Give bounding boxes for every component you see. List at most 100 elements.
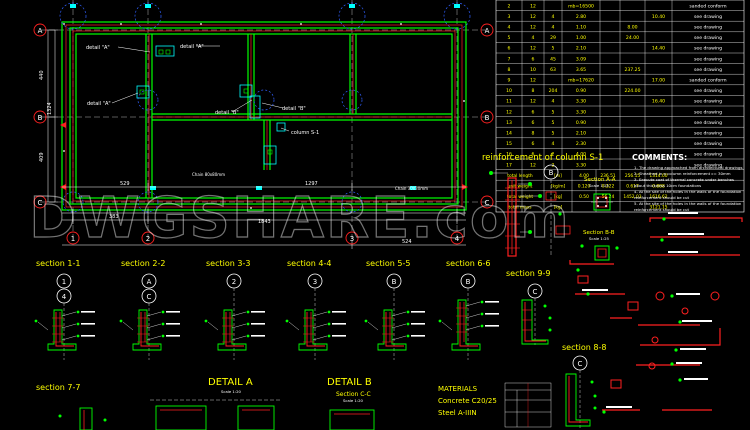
table-cell: 0.90 xyxy=(576,88,586,94)
section-8-marker: C xyxy=(578,360,583,368)
table-cell: 2.10 xyxy=(576,131,586,137)
table-cell: 13 xyxy=(506,120,512,126)
detail-b-subtitle: Section C-C xyxy=(336,391,371,398)
small-legend-table xyxy=(504,382,552,428)
grid-col-3: 3 xyxy=(350,235,354,243)
comment-line: 3. Execute coat of thermal concrete unde… xyxy=(634,177,734,182)
column-s1-elevation: B xyxy=(489,164,584,257)
table-cell: 2.10 xyxy=(576,46,586,52)
grid-row-a-right: A xyxy=(485,27,490,35)
table-cell: see drawing xyxy=(694,162,722,168)
dim-left-bot: 409 xyxy=(39,152,45,162)
table-cell: 2.30 xyxy=(576,141,586,147)
section-title: section 3-3 xyxy=(206,259,250,268)
table-cell: see drawing xyxy=(694,67,722,73)
section-axis-label: 4 xyxy=(62,293,67,301)
table-footer-cell: 0.120 xyxy=(578,184,591,190)
plan-detail-b-label-2: detail "B" xyxy=(282,106,306,112)
table-cell: 12 xyxy=(530,78,536,84)
section-title: section 1-1 xyxy=(36,259,80,268)
section-axis-bubble xyxy=(56,273,72,289)
table-cell: 6 xyxy=(532,141,535,147)
table-cell: 14 xyxy=(506,131,512,137)
dim-bottom-a: 529 xyxy=(120,181,130,187)
table-cell: 45 xyxy=(550,56,556,62)
table-cell: see drawing xyxy=(694,25,722,31)
plan-column-label: column S-1 xyxy=(291,130,319,136)
table-cell: 5 xyxy=(552,109,555,115)
section-7-7: section 7-7 xyxy=(36,383,107,430)
materials-block: MATERIALS Concrete C20/25 Steel A-IIIN xyxy=(438,385,497,417)
materials-steel: Steel A-IIIN xyxy=(438,409,477,417)
section-rebar xyxy=(306,312,325,347)
table-footer-cell: 0.222 xyxy=(602,184,615,190)
detail-a-title: DETAIL A xyxy=(208,377,253,388)
section-axis-label: A xyxy=(147,278,152,286)
table-cell: 3.09 xyxy=(576,56,586,62)
grid-row-b-left: B xyxy=(38,114,43,122)
grid-row-a-left: A xyxy=(38,27,43,35)
materials-title: MATERIALS xyxy=(438,385,478,393)
section-profile xyxy=(217,309,247,351)
table-cell: 4 xyxy=(532,35,535,41)
table-cell: 63 xyxy=(550,67,556,73)
table-cell: see drawing xyxy=(694,14,722,20)
table-cell: 24.00 xyxy=(626,35,639,41)
column-axis-marker: B xyxy=(549,169,554,177)
table-cell: 12 xyxy=(530,14,536,20)
table-cell: 16.40 xyxy=(652,99,665,105)
dim-bottom-right: 524 xyxy=(402,239,412,245)
comments-list: 1. The drawing approached from architect… xyxy=(634,165,743,212)
dim-bottom-total: 1843 xyxy=(258,219,271,225)
watermark: DWGSHARE.com xyxy=(29,186,570,251)
table-footer-cell: 256.15 xyxy=(625,173,641,179)
plan-detail-a-label-3: detail "A" xyxy=(87,101,111,107)
dim-bottom-c: 383 xyxy=(109,214,119,220)
section-profile xyxy=(47,309,77,351)
table-cell: 8 xyxy=(532,88,535,94)
table-cell: 3.65 xyxy=(576,67,586,73)
table-cell: 15 xyxy=(506,141,512,147)
dim-left-mid: 1324 xyxy=(47,102,53,115)
table-cell: 3.30 xyxy=(576,162,586,168)
table-footer-cell: total mass xyxy=(509,205,533,211)
table-cell: 12 xyxy=(530,25,536,31)
table-cell: 5 xyxy=(552,46,555,52)
section-axis-label: B xyxy=(392,278,397,286)
section-8-title: section 8-8 xyxy=(562,343,606,352)
plan-chain-a: Chain 80x80mm xyxy=(192,172,225,177)
table-cell: 6 xyxy=(532,152,535,158)
bottom-dimension-chain xyxy=(62,183,466,249)
table-cell: 8.00 xyxy=(627,25,637,31)
table-cell: 6 xyxy=(532,56,535,62)
table-cell: 6 xyxy=(532,109,535,115)
table-footer-cell: 3121.15 xyxy=(649,205,667,211)
table-cell: 14.40 xyxy=(652,46,665,52)
table-cell: 3.30 xyxy=(576,99,586,105)
section-bb-scale: Scale 1:25 xyxy=(589,236,610,241)
table-cell: 12 xyxy=(530,46,536,52)
foundation-walls xyxy=(61,21,467,211)
section-9-title: section 9-9 xyxy=(506,269,550,278)
table-footer-cell: 0.888 xyxy=(652,184,665,190)
table-cell: 17 xyxy=(506,162,512,168)
table-cell: mb=17620 xyxy=(568,78,594,84)
table-footer-cell: 1452.03 xyxy=(623,194,641,200)
table-cell: 0.90 xyxy=(576,120,586,126)
table-cell: 10 xyxy=(530,67,536,73)
section-axis-label: B xyxy=(466,278,471,286)
table-cell: see drawing xyxy=(694,35,722,41)
materials-concrete: Concrete C20/25 xyxy=(438,397,497,405)
section-axis-label: C xyxy=(147,293,152,301)
table-cell: 4 xyxy=(552,141,555,147)
table-cell: 4.00 xyxy=(576,152,586,158)
section-profile xyxy=(298,309,328,351)
grid-col-2: 2 xyxy=(146,235,150,243)
section-9-marker: C xyxy=(533,288,538,296)
dim-bottom-b: 1297 xyxy=(305,181,318,187)
section-bb-title: Section B-B xyxy=(583,230,615,236)
table-cell: 4 xyxy=(552,25,555,31)
table-cell: see drawing xyxy=(694,152,722,158)
